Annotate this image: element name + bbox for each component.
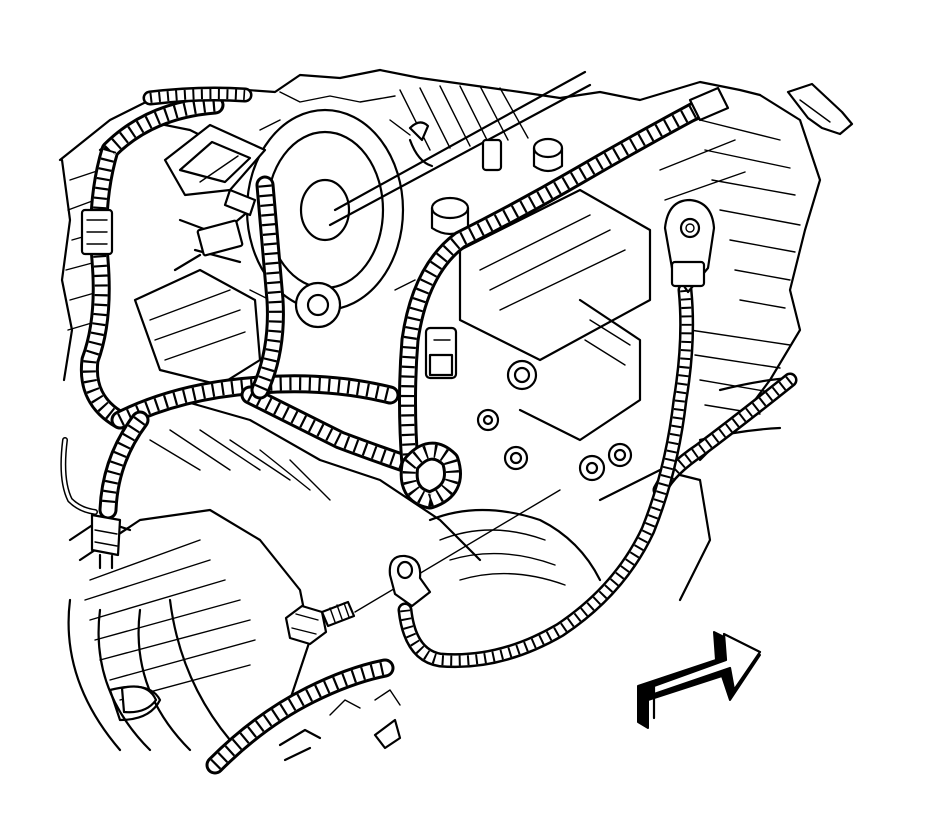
manifold-bolt-icon	[578, 454, 606, 482]
front-of-vehicle-arrow-icon	[637, 631, 762, 729]
engine-wiring-harness-icon	[79, 86, 730, 520]
ground-cable-icon	[397, 198, 716, 669]
lower-bracket-icon	[278, 689, 402, 762]
electrical-connector-icon	[424, 326, 458, 380]
electrical-connector-icon	[60, 437, 122, 570]
manifold-bolt-icon	[607, 442, 633, 468]
manifold-bolt-icon	[503, 445, 529, 471]
electrical-connector-icon	[80, 208, 114, 256]
ground-bolt-icon	[284, 489, 561, 646]
lower-harness-icon	[205, 658, 395, 775]
engine-block-outline	[58, 68, 854, 752]
harness-loop-icon	[142, 86, 253, 106]
electrical-connector-icon	[163, 123, 267, 217]
manifold-bolt-icon	[506, 359, 538, 391]
manifold-bolt-icon	[476, 408, 500, 432]
